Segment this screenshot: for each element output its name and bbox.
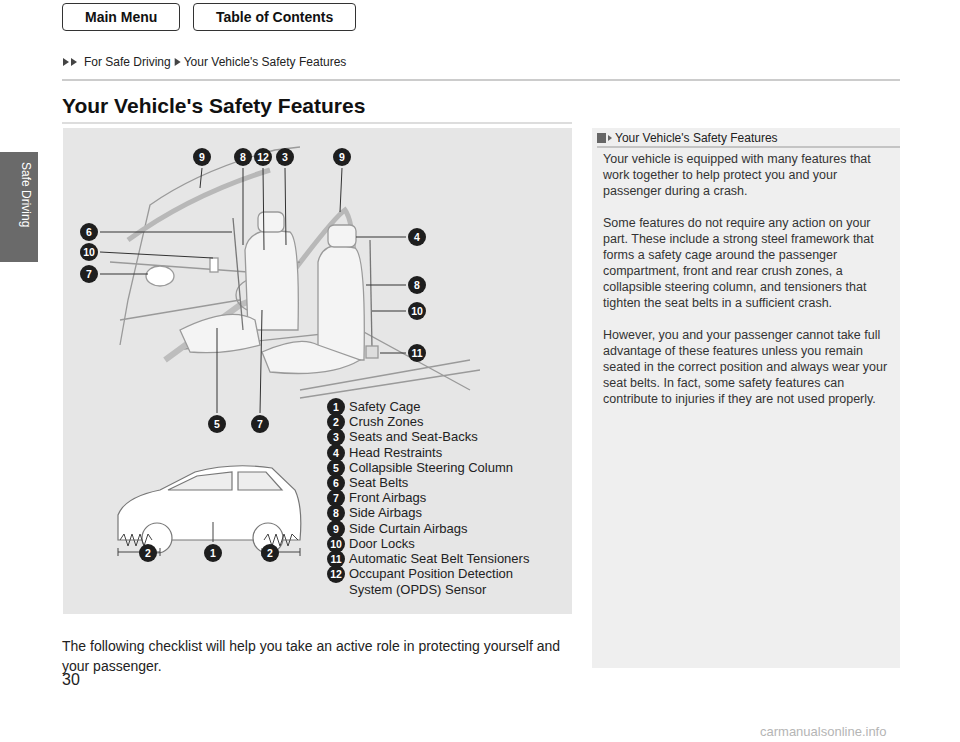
breadcrumb-arrow <box>71 58 77 66</box>
legend-item-holder: Side Airbags <box>349 505 545 521</box>
header-rule <box>62 80 900 81</box>
note-paragraph-holder: However, you and your passenger cannot t… <box>603 327 888 407</box>
legend-item-holder: Crush Zones <box>349 414 545 430</box>
callout-number: 3 <box>276 148 294 166</box>
callout-number-holder: 1 <box>204 544 222 562</box>
callout-number: 7 <box>251 415 269 433</box>
callout-number-holder: 7 <box>80 265 98 283</box>
legend-item: Front Airbags <box>349 490 545 506</box>
side-note: Your Vehicle's Safety FeaturesYour vehic… <box>592 128 900 668</box>
legend-item-holder: Collapsible Steering Column <box>349 460 545 476</box>
callout-number-holder: 10 <box>408 302 426 320</box>
breadcrumb-arrow <box>175 58 181 66</box>
legend-item: Side Curtain Airbags <box>349 521 545 537</box>
legend-item-holder: Safety Cage <box>349 399 545 415</box>
note-paragraph: Your vehicle is equipped with many featu… <box>603 151 888 199</box>
callout-number: 10 <box>408 302 426 320</box>
breadcrumb-holder: For Safe Driving <box>84 55 171 70</box>
callout-number: 5 <box>208 415 226 433</box>
section-tab-label-holder: Safe Driving <box>19 162 33 227</box>
callout-number-holder: 2 <box>261 544 279 562</box>
legend-item: Door Locks <box>349 536 545 552</box>
callout-number-holder: 2 <box>139 544 157 562</box>
breadcrumb: For Safe Driving <box>84 55 171 70</box>
note-paragraph: Some features do not require any action … <box>603 215 888 311</box>
callout-number-holder: 9 <box>193 148 211 166</box>
callout-number: 2 <box>261 544 279 562</box>
legend-item-holder: Side Curtain Airbags <box>349 521 545 537</box>
callout-number-holder: 8 <box>408 276 426 294</box>
legend-item-holder: Front Airbags <box>349 490 545 506</box>
legend-item: Automatic Seat Belt Tensioners <box>349 551 545 567</box>
body-text: The following checklist will help you ta… <box>62 636 587 676</box>
callout-number-holder: 6 <box>80 223 98 241</box>
callout-number-holder: 3 <box>276 148 294 166</box>
callout-number-holder: 12 <box>327 565 345 583</box>
callout-number: 12 <box>254 148 272 166</box>
legend-item-holder: Automatic Seat Belt Tensioners <box>349 551 545 567</box>
legend-item-holder: Head Restraints <box>349 445 545 461</box>
callout-number: 8 <box>408 276 426 294</box>
callout-number-holder: 10 <box>80 243 98 261</box>
breadcrumb: Your Vehicle's Safety Features <box>184 55 347 70</box>
legend-item: Occupant Position Detection System (OPDS… <box>349 566 545 598</box>
note-heading: Your Vehicle's Safety Features <box>615 131 778 146</box>
legend-item: Side Airbags <box>349 505 545 521</box>
callout-number-holder: 11 <box>408 344 426 362</box>
callout-number: 4 <box>408 228 426 246</box>
note-paragraph-holder: Your vehicle is equipped with many featu… <box>603 151 888 199</box>
watermark: carmanualsonline.info <box>760 724 886 739</box>
callout-number-holder: 4 <box>408 228 426 246</box>
section-tab-label: Safe Driving <box>19 162 33 227</box>
callout-number-holder: 12 <box>254 148 272 166</box>
car-illustration <box>63 128 572 614</box>
legend-item: Head Restraints <box>349 445 545 461</box>
legend-item: Seats and Seat-Backs <box>349 429 545 445</box>
callout-number: 9 <box>193 148 211 166</box>
callout-number-holder: 5 <box>208 415 226 433</box>
callout-number: 11 <box>408 344 426 362</box>
legend-item: Seat Belts <box>349 475 545 491</box>
menu-button: Table of Contents <box>193 3 356 31</box>
menu-button: Main Menu <box>62 3 180 31</box>
callout-number: 6 <box>80 223 98 241</box>
body-text-holder: The following checklist will help you ta… <box>62 636 587 676</box>
section-tab <box>0 152 38 262</box>
callout-number: 9 <box>333 148 351 166</box>
watermark-holder: carmanualsonline.info <box>760 724 886 739</box>
note-icon <box>597 133 606 143</box>
note-paragraph-holder: Some features do not require any action … <box>603 215 888 311</box>
illustration-panel: Safety CageCrush ZonesSeats and Seat-Bac… <box>63 128 572 614</box>
callout-number: 10 <box>80 243 98 261</box>
callout-number: 2 <box>139 544 157 562</box>
breadcrumb-arrow <box>63 58 69 66</box>
legend-item: Safety Cage <box>349 399 545 415</box>
breadcrumb-holder: Your Vehicle's Safety Features <box>184 55 347 70</box>
callout-number-holder: 8 <box>234 148 252 166</box>
legend-item-holder: Seat Belts <box>349 475 545 491</box>
legend-item-holder: Occupant Position Detection System (OPDS… <box>349 566 545 598</box>
callout-number: 1 <box>204 544 222 562</box>
legend-item: Collapsible Steering Column <box>349 460 545 476</box>
page-title: Your Vehicle's Safety Features <box>62 94 365 118</box>
callout-number-holder: 9 <box>333 148 351 166</box>
callout-number: 8 <box>234 148 252 166</box>
button-label: Table of Contents <box>216 4 333 30</box>
legend-item-holder: Door Locks <box>349 536 545 552</box>
callout-number: 12 <box>327 565 345 583</box>
title-rule <box>62 123 572 124</box>
callout-number-holder: 7 <box>251 415 269 433</box>
callout-number: 7 <box>80 265 98 283</box>
legend-item-holder: Seats and Seat-Backs <box>349 429 545 445</box>
note-heading-holder: Your Vehicle's Safety Features <box>615 131 778 146</box>
note-paragraph: However, you and your passenger cannot t… <box>603 327 888 407</box>
button-label: Main Menu <box>85 4 157 30</box>
legend-item: Crush Zones <box>349 414 545 430</box>
